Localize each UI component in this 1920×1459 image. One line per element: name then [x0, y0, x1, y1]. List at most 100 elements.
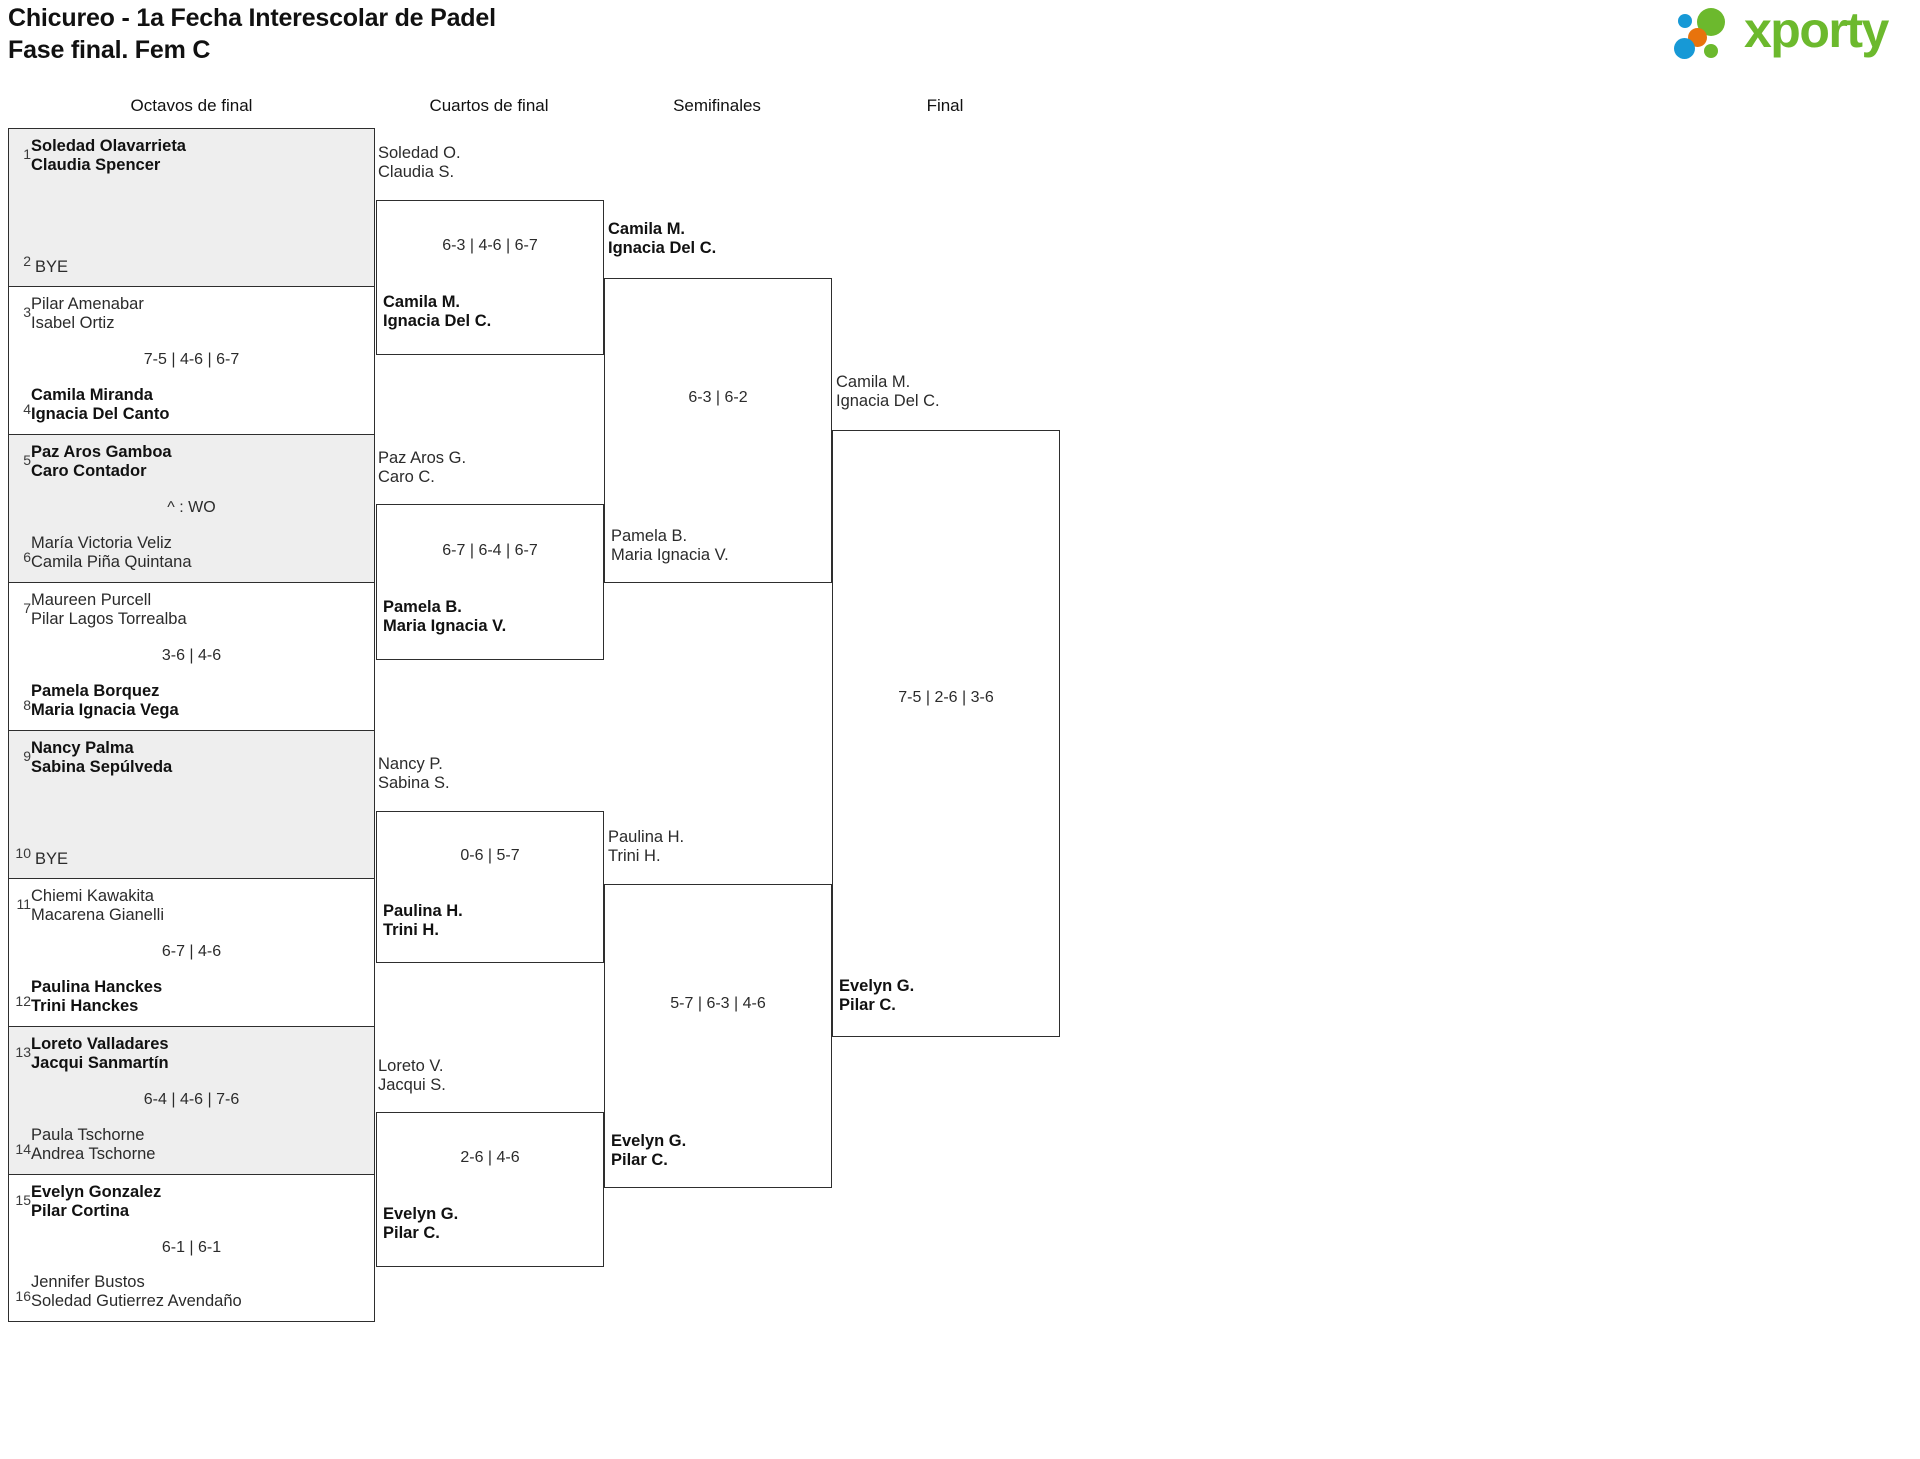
player-name: María Victoria Veliz [31, 534, 172, 552]
player-name: Maria Ignacia V. [611, 546, 729, 564]
match-row[interactable]: 3 Pilar Amenabar Isabel Ortiz 7-5 | 4-6 … [8, 286, 375, 434]
player-name: Ignacia Del Canto [31, 405, 170, 423]
player-name: Evelyn G. [839, 977, 915, 995]
match-score: 2-6 | 4-6 [460, 1149, 520, 1166]
match-box-final[interactable]: 7-5 | 2-6 | 3-6 Evelyn G. Pilar C. [832, 430, 1060, 1037]
match-score: ^ : WO [167, 499, 216, 516]
match-score: 3-6 | 4-6 [161, 647, 222, 664]
match-box-semifinal-1[interactable]: 6-3 | 6-2 Pamela B. Maria Ignacia V. [604, 278, 832, 583]
seed-number: 5 [23, 452, 31, 468]
player-name: Nancy P. [378, 755, 443, 773]
team-entry[interactable]: 14 Paula Tschorne Andrea Tschorne [9, 1126, 374, 1166]
match-score: 6-1 | 6-1 [161, 1239, 222, 1256]
seed-number: 1 [23, 146, 31, 162]
team-entry[interactable]: 12 Paulina Hanckes Trini Hanckes [9, 978, 374, 1018]
player-name: Caro C. [378, 468, 435, 486]
match-row[interactable]: 15 Evelyn Gonzalez Pilar Cortina 6-1 | 6… [8, 1174, 375, 1322]
qf-winner-label: Camila M. Ignacia Del C. [383, 293, 491, 331]
team-entry[interactable]: 8 Pamela Borquez Maria Ignacia Vega [9, 682, 374, 722]
player-name: Evelyn G. [611, 1132, 687, 1150]
match-row[interactable]: 9 Nancy Palma Sabina Sepúlveda 10 BYE [8, 730, 375, 878]
team-entry[interactable]: 11 Chiemi Kawakita Macarena Gianelli [9, 887, 374, 927]
team-entry[interactable]: 3 Pilar Amenabar Isabel Ortiz [9, 295, 374, 335]
team-entry[interactable]: 5 Paz Aros Gamboa Caro Contador [9, 443, 374, 483]
player-name: Camila M. [383, 293, 461, 311]
player-name: Pilar Cortina [31, 1202, 130, 1220]
player-name: Camila Miranda [31, 386, 153, 404]
match-box-quarterfinal-4[interactable]: 2-6 | 4-6 Evelyn G. Pilar C. [376, 1112, 604, 1267]
logo-dot-green-small [1704, 44, 1718, 58]
sf-feed-label: Paulina H. Trini H. [608, 828, 684, 866]
team-entry[interactable]: 1 Soledad Olavarrieta Claudia Spencer [9, 137, 374, 177]
match-row[interactable]: 13 Loreto Valladares Jacqui Sanmartín 6-… [8, 1026, 375, 1174]
team-entry[interactable]: 4 Camila Miranda Ignacia Del Canto [9, 386, 374, 426]
qf-feed-label: Nancy P. Sabina S. [378, 755, 450, 793]
match-box-quarterfinal-1[interactable]: 6-3 | 4-6 | 6-7 Camila M. Ignacia Del C. [376, 200, 604, 355]
sf-loser-label: Pamela B. Maria Ignacia V. [611, 527, 729, 565]
qf-feed-label: Loreto V. Jacqui S. [378, 1057, 446, 1095]
logo-dot-blue-large [1674, 38, 1695, 59]
match-row[interactable]: 5 Paz Aros Gamboa Caro Contador ^ : WO 6… [8, 434, 375, 582]
sf-feed-label: Camila M. Ignacia Del C. [608, 220, 716, 258]
seed-number: 7 [23, 600, 31, 616]
round-octavos: 1 Soledad Olavarrieta Claudia Spencer 2 … [8, 128, 375, 1322]
round-header-octavos: Octavos de final [130, 96, 253, 115]
player-name: Jennifer Bustos [31, 1273, 145, 1291]
team-entry[interactable]: 13 Loreto Valladares Jacqui Sanmartín [9, 1035, 374, 1075]
player-name: Trini H. [608, 847, 661, 865]
seed-number: 3 [23, 304, 31, 320]
player-name: Macarena Gianelli [31, 906, 164, 924]
player-name: Ignacia Del C. [383, 312, 492, 330]
player-name: Evelyn G. [383, 1205, 459, 1223]
player-name: Pilar Lagos Torrealba [31, 610, 187, 628]
team-entry[interactable]: 9 Nancy Palma Sabina Sepúlveda [9, 739, 374, 779]
player-name: Maria Ignacia Vega [31, 701, 179, 719]
player-name: Loreto V. [378, 1057, 444, 1075]
match-box-quarterfinal-3[interactable]: 0-6 | 5-7 Paulina H. Trini H. [376, 811, 604, 963]
seed-number: 14 [15, 1141, 31, 1157]
player-name: Soledad Gutierrez Avendaño [31, 1292, 242, 1310]
match-score: 6-4 | 4-6 | 7-6 [143, 1091, 240, 1108]
match-score: 6-7 | 4-6 [161, 943, 222, 960]
player-name: Pamela Borquez [31, 682, 160, 700]
match-box-semifinal-2[interactable]: 5-7 | 6-3 | 4-6 Evelyn G. Pilar C. [604, 884, 832, 1188]
qf-winner-label: Pamela B. Maria Ignacia V. [383, 598, 506, 636]
match-score: 7-5 | 4-6 | 6-7 [143, 351, 240, 368]
seed-number: 2 [23, 253, 31, 269]
match-box-quarterfinal-2[interactable]: 6-7 | 6-4 | 6-7 Pamela B. Maria Ignacia … [376, 504, 604, 660]
player-name: Chiemi Kawakita [31, 887, 154, 905]
match-row[interactable]: 11 Chiemi Kawakita Macarena Gianelli 6-7… [8, 878, 375, 1026]
player-name: Camila M. [608, 220, 686, 238]
team-entry[interactable]: 10 BYE [9, 845, 374, 870]
qf-feed-label: Paz Aros G. Caro C. [378, 449, 466, 487]
match-row[interactable]: 1 Soledad Olavarrieta Claudia Spencer 2 … [8, 128, 375, 286]
player-name: Soledad Olavarrieta [31, 137, 186, 155]
team-entry[interactable]: 6 María Victoria Veliz Camila Piña Quint… [9, 534, 374, 574]
team-entry[interactable]: 16 Jennifer Bustos Soledad Gutierrez Ave… [9, 1273, 374, 1313]
player-name: Paulina H. [383, 902, 463, 920]
match-score: 6-3 | 6-2 [688, 389, 748, 406]
bye-label: BYE [35, 850, 69, 868]
seed-number: 11 [16, 896, 31, 912]
player-name: Pamela B. [383, 598, 462, 616]
round-header-semifinales: Semifinales [673, 96, 761, 115]
team-entry[interactable]: 7 Maureen Purcell Pilar Lagos Torrealba [9, 591, 374, 631]
match-score: 5-7 | 6-3 | 4-6 [670, 995, 766, 1012]
seed-number: 4 [23, 401, 31, 417]
seed-number: 9 [23, 748, 31, 764]
seed-number: 16 [15, 1288, 31, 1304]
champion-label: Evelyn G. Pilar C. [839, 977, 914, 1015]
player-name: Ignacia Del C. [836, 392, 940, 410]
player-name: Paz Aros G. [378, 449, 467, 467]
seed-number: 6 [23, 549, 31, 565]
player-name: Sabina Sepúlveda [31, 758, 173, 776]
player-name: Ignacia Del C. [608, 239, 717, 257]
match-row[interactable]: 7 Maureen Purcell Pilar Lagos Torrealba … [8, 582, 375, 730]
player-name: Andrea Tschorne [31, 1145, 156, 1163]
player-name: Nancy Palma [31, 739, 134, 757]
match-score: 7-5 | 2-6 | 3-6 [898, 689, 994, 706]
team-entry[interactable]: 2 BYE [9, 253, 374, 278]
final-feed-label: Camila M. Ignacia Del C. [836, 373, 940, 411]
team-entry[interactable]: 15 Evelyn Gonzalez Pilar Cortina [9, 1183, 374, 1223]
player-name: Pilar C. [611, 1151, 668, 1169]
